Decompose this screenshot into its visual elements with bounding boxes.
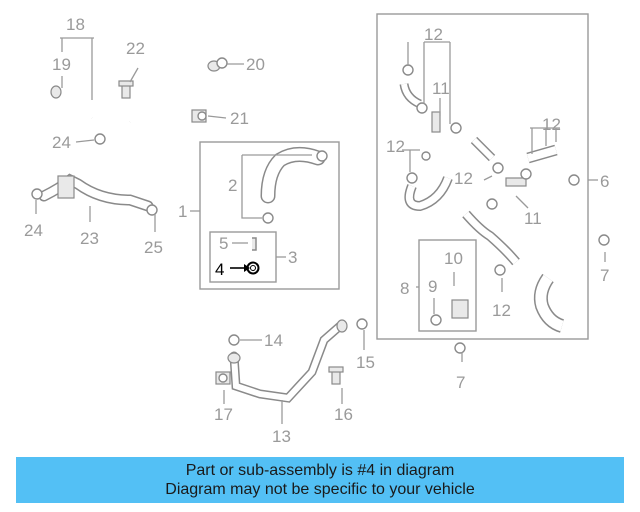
callout-11-top: 11 (432, 79, 450, 98)
group-box-1 (199, 141, 340, 290)
callout-23: 23 (80, 229, 99, 248)
clamp-24-left (31, 188, 43, 200)
callout-13: 13 (272, 427, 291, 446)
callout-24-left: 24 (24, 221, 43, 240)
hose-2 (260, 147, 328, 224)
banner-line-2: Diagram may not be specific to your vehi… (165, 481, 475, 498)
callout-18: 18 (66, 15, 85, 34)
highlight-arrow-4 (230, 264, 250, 272)
callout-2: 2 (228, 176, 237, 195)
group-box-8 (418, 239, 477, 332)
callout-4: 4 (215, 260, 224, 279)
nut-17 (215, 371, 231, 385)
coolant-pipe-13 (227, 319, 348, 403)
bolt-21 (191, 109, 207, 123)
callout-12-left: 12 (386, 137, 405, 156)
callout-1: 1 (178, 202, 187, 221)
callout-6: 6 (600, 172, 609, 191)
callout-20: 20 (246, 55, 265, 74)
callout-12-top: 12 (424, 25, 443, 44)
callout-10: 10 (444, 249, 463, 268)
hose-group-6 (399, 83, 565, 333)
clamp-20 (216, 57, 228, 69)
callout-12-right: 12 (542, 115, 561, 134)
callout-12-bottom: 12 (492, 301, 511, 320)
callout-14: 14 (264, 331, 283, 350)
callout-15: 15 (356, 353, 375, 372)
callout-7-bottom: 7 (456, 373, 465, 392)
clamp-14 (228, 334, 240, 346)
callout-22: 22 (126, 39, 145, 58)
group-box-6 (376, 13, 589, 340)
callout-16: 16 (334, 405, 353, 424)
clip-5 (252, 237, 257, 251)
banner-line-1: Part or sub-assembly is #4 in diagram (185, 462, 455, 479)
callout-21: 21 (230, 109, 249, 128)
clamp-15 (356, 318, 368, 330)
leader-lines (35, 37, 606, 424)
callout-5: 5 (219, 234, 228, 253)
callout-19: 19 (52, 55, 71, 74)
callout-24-top: 24 (52, 133, 71, 152)
hose-23 (38, 173, 154, 212)
info-banner: Part or sub-assembly is #4 in diagram Di… (16, 457, 624, 503)
callout-11-mid: 11 (524, 209, 542, 228)
callout-12-mid: 12 (454, 169, 473, 188)
callout-8: 8 (400, 279, 409, 298)
callout-25: 25 (144, 238, 163, 257)
callout-7-right: 7 (600, 266, 609, 285)
clamp-24-top (94, 133, 106, 145)
callout-9: 9 (428, 277, 437, 296)
bolt-16 (328, 366, 344, 385)
callout-17: 17 (214, 405, 233, 424)
bolt-22 (118, 80, 134, 99)
callout-3: 3 (288, 248, 297, 267)
coolant-pipe-18 (50, 60, 221, 132)
clamp-25 (146, 204, 158, 216)
